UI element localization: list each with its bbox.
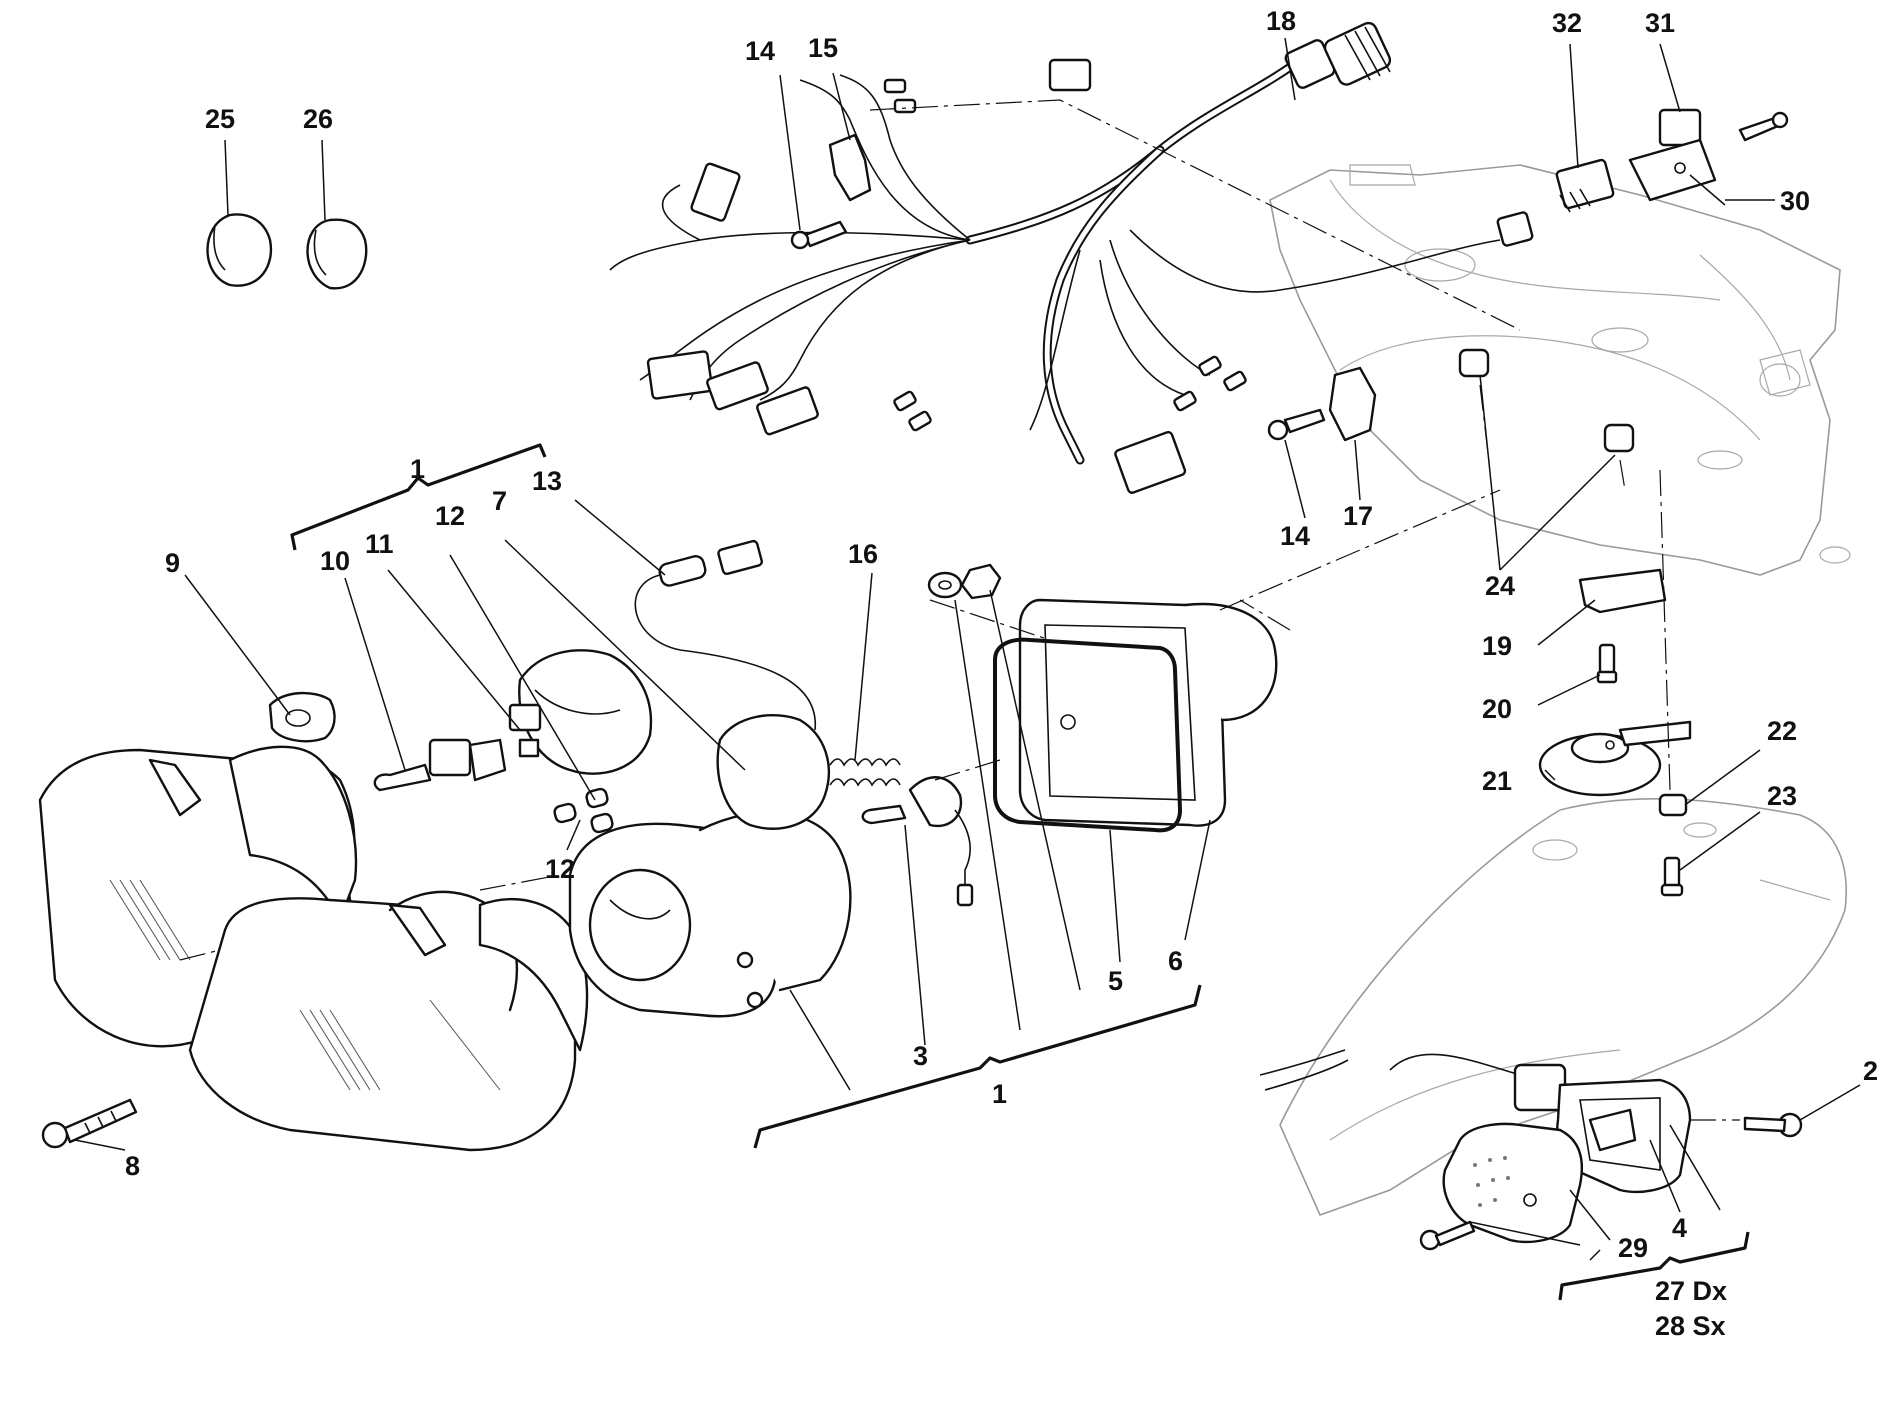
callout-18: 18 bbox=[1266, 6, 1296, 36]
callout-24: 24 bbox=[1485, 571, 1515, 601]
callout-7: 7 bbox=[492, 486, 507, 516]
lens-gasket bbox=[993, 637, 1183, 833]
callout-13: 13 bbox=[532, 466, 562, 496]
turn-signal-screw bbox=[1419, 1112, 1803, 1251]
turn-signal-lens bbox=[1442, 1122, 1583, 1244]
callout-26: 26 bbox=[303, 104, 333, 134]
wiring-harness bbox=[609, 21, 1534, 494]
parking-bulb bbox=[861, 776, 974, 907]
rubber-grommet bbox=[268, 691, 336, 743]
callout-21: 21 bbox=[1482, 766, 1512, 796]
mounting-screw bbox=[41, 1098, 138, 1149]
callout-12-top: 12 bbox=[435, 501, 465, 531]
headlight-duct-left bbox=[228, 745, 358, 922]
horn-screw bbox=[1660, 856, 1684, 897]
callout-28-sx: 28 Sx bbox=[1655, 1311, 1726, 1341]
relay-switch bbox=[1628, 108, 1789, 202]
callout-12-bottom: 12 bbox=[545, 854, 575, 884]
headlight-support-frame bbox=[1269, 164, 1851, 576]
callout-labels: 1 1 2 3 4 5 6 7 8 9 10 11 12 12 13 14 14… bbox=[125, 6, 1878, 1341]
flasher-relay bbox=[1555, 158, 1615, 213]
lens-frame bbox=[1018, 598, 1278, 827]
headlight-bulb bbox=[373, 738, 507, 792]
bulb-holder bbox=[508, 703, 542, 758]
rubber-mount bbox=[1458, 348, 1635, 453]
callout-10: 10 bbox=[320, 546, 350, 576]
callout-23: 23 bbox=[1767, 781, 1797, 811]
callout-11: 11 bbox=[365, 529, 394, 559]
assembly-bracket-signal bbox=[1558, 1231, 1750, 1301]
callout-4: 4 bbox=[1672, 1213, 1687, 1243]
small-bulbs bbox=[553, 787, 614, 834]
horn bbox=[1538, 720, 1692, 797]
lamp-lead-wire bbox=[634, 539, 816, 731]
callout-17: 17 bbox=[1343, 501, 1373, 531]
callout-14-bottom: 14 bbox=[1280, 521, 1310, 551]
leader-lines bbox=[74, 37, 1861, 1261]
lamp-reflector-bowl-2 bbox=[716, 713, 830, 830]
callout-19: 19 bbox=[1482, 631, 1512, 661]
callout-9: 9 bbox=[165, 548, 180, 578]
cable-clip-right bbox=[1267, 366, 1377, 442]
callout-30: 30 bbox=[1780, 186, 1810, 216]
bracket-screw bbox=[1596, 643, 1618, 684]
assembly-bracket-bottom bbox=[753, 984, 1202, 1149]
cable-tie-25 bbox=[206, 213, 273, 287]
callout-27-dx: 27 Dx bbox=[1655, 1276, 1727, 1306]
callout-29: 29 bbox=[1618, 1233, 1648, 1263]
cable-tie-26 bbox=[306, 218, 368, 290]
callout-1-top: 1 bbox=[410, 454, 425, 484]
horn-bracket bbox=[1578, 568, 1667, 614]
callout-2: 2 bbox=[1863, 1056, 1878, 1086]
lamp-reflector-bowl bbox=[518, 649, 653, 775]
callout-22: 22 bbox=[1767, 716, 1797, 746]
callout-8: 8 bbox=[125, 1151, 140, 1181]
projector-lamp-assembly bbox=[568, 811, 852, 1018]
adjusting-nut bbox=[927, 563, 1002, 600]
alignment-lines bbox=[179, 99, 1740, 1121]
callout-1-bottom: 1 bbox=[992, 1079, 1007, 1109]
cable-clip-top bbox=[790, 133, 872, 250]
headlight-duct-right bbox=[478, 897, 589, 1052]
callout-32: 32 bbox=[1552, 8, 1582, 38]
callout-3: 3 bbox=[913, 1041, 928, 1071]
callout-6: 6 bbox=[1168, 946, 1183, 976]
callout-15: 15 bbox=[808, 33, 838, 63]
callout-5: 5 bbox=[1108, 966, 1123, 996]
callout-16: 16 bbox=[848, 539, 878, 569]
adjuster-spring bbox=[829, 758, 901, 787]
callout-20: 20 bbox=[1482, 694, 1512, 724]
horn-nut bbox=[1658, 793, 1688, 817]
turn-signal-assembly bbox=[1259, 1049, 1692, 1194]
callout-31: 31 bbox=[1645, 8, 1675, 38]
assembly-bracket-top bbox=[290, 443, 547, 551]
fairing-side-panel bbox=[1279, 798, 1847, 1217]
callout-14-top: 14 bbox=[745, 36, 775, 66]
callout-25: 25 bbox=[205, 104, 235, 134]
